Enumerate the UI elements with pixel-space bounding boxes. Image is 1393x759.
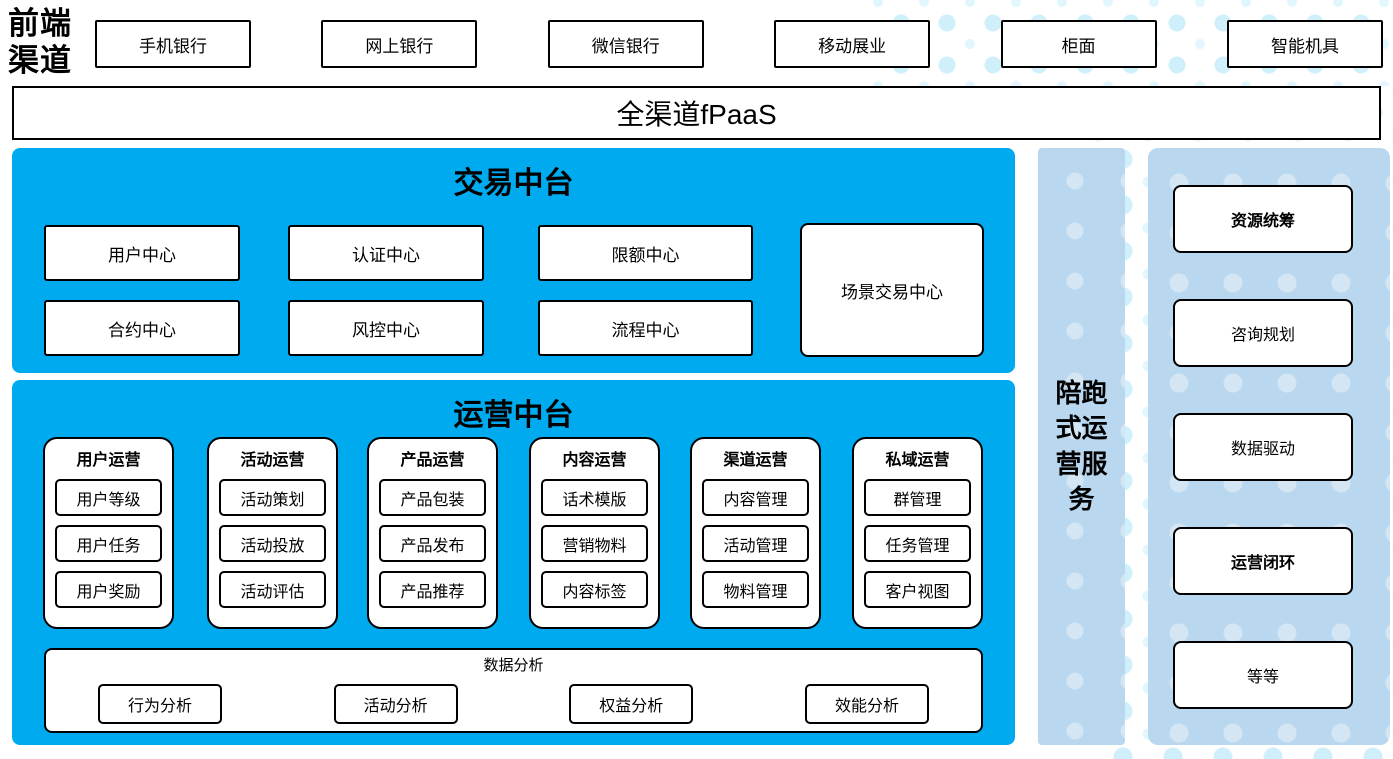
operations-group-activity: 活动运营 活动策划 活动投放 活动评估 — [207, 437, 338, 629]
group-item: 用户等级 — [55, 479, 162, 516]
transaction-platform-title: 交易中台 — [453, 167, 574, 200]
group-item: 营销物料 — [541, 525, 648, 562]
group-item: 群管理 — [864, 479, 971, 516]
group-header: 产品运营 — [400, 452, 465, 469]
group-header: 私域运营 — [885, 452, 950, 469]
group-item: 客户视图 — [864, 571, 971, 608]
group-item: 用户任务 — [55, 525, 162, 562]
operations-group-user: 用户运营 用户等级 用户任务 用户奖励 — [43, 437, 174, 629]
limit-center-box: 限额中心 — [538, 225, 753, 281]
transaction-platform-block: 交易中台 用户中心 认证中心 限额中心 合约中心 风控中心 流程中心 场景交易中… — [12, 148, 1015, 373]
rights-analysis-box: 权益分析 — [569, 684, 694, 724]
channel-box-counter: 柜面 — [1000, 20, 1157, 68]
operations-group-product: 产品运营 产品包装 产品发布 产品推荐 — [367, 437, 498, 629]
group-item: 内容标签 — [541, 571, 648, 608]
group-item: 活动管理 — [702, 525, 809, 562]
channel-box-smart-devices: 智能机具 — [1226, 20, 1383, 68]
front-channels-label: 前端渠道 — [8, 6, 72, 78]
group-item: 内容管理 — [702, 479, 809, 516]
operations-platform-block: 运营中台 用户运营 用户等级 用户任务 用户奖励 活动运营 活动策划 活动投放 … — [12, 380, 1015, 745]
consulting-planning-box: 咨询规划 — [1173, 299, 1353, 367]
data-driven-box: 数据驱动 — [1173, 413, 1353, 481]
scene-transaction-center-box: 场景交易中心 — [800, 223, 984, 357]
contract-center-box: 合约中心 — [44, 300, 240, 356]
group-header: 用户运营 — [76, 452, 141, 469]
group-item: 产品包装 — [379, 479, 486, 516]
behavior-analysis-box: 行为分析 — [98, 684, 222, 724]
operations-group-content: 内容运营 话术模版 营销物料 内容标签 — [529, 437, 660, 629]
group-item: 用户奖励 — [55, 571, 162, 608]
group-item: 活动策划 — [219, 479, 326, 516]
activity-analysis-box: 活动分析 — [333, 684, 458, 724]
data-analysis-row: 行为分析 活动分析 权益分析 效能分析 — [98, 684, 929, 724]
operations-group-channel: 渠道运营 内容管理 活动管理 物料管理 — [690, 437, 821, 629]
data-analysis-strip: 数据分析 行为分析 活动分析 权益分析 效能分析 — [44, 648, 983, 733]
companion-operations-service-bar: 陪跑式运营服务 — [1038, 148, 1125, 745]
group-header: 内容运营 — [562, 452, 627, 469]
right-services-panel: 资源统筹 咨询规划 数据驱动 运营闭环 等等 — [1148, 148, 1390, 745]
etc-box: 等等 — [1173, 641, 1353, 709]
group-item: 任务管理 — [864, 525, 971, 562]
channel-box-wechat-banking: 微信银行 — [547, 20, 704, 68]
group-item: 活动投放 — [219, 525, 326, 562]
group-header: 活动运营 — [240, 452, 305, 469]
channel-box-mobile-banking: 手机银行 — [95, 20, 251, 68]
risk-center-box: 风控中心 — [288, 300, 484, 356]
user-center-box: 用户中心 — [44, 225, 240, 281]
operations-group-private-domain: 私域运营 群管理 任务管理 客户视图 — [852, 437, 983, 629]
efficiency-analysis-box: 效能分析 — [804, 684, 929, 724]
operations-loop-box: 运营闭环 — [1173, 527, 1353, 595]
fpaas-bar: 全渠道fPaaS — [12, 86, 1381, 140]
resource-coordination-box: 资源统筹 — [1173, 185, 1353, 253]
companion-service-label: 陪跑式运营服务 — [1055, 378, 1108, 514]
group-header: 渠道运营 — [723, 452, 788, 469]
channel-box-mobile-sales: 移动展业 — [774, 20, 931, 68]
group-item: 产品推荐 — [379, 571, 486, 608]
process-center-box: 流程中心 — [538, 300, 753, 356]
group-item: 活动评估 — [219, 571, 326, 608]
front-channels-row: 手机银行 网上银行 微信银行 移动展业 柜面 智能机具 — [95, 20, 1383, 68]
group-item: 物料管理 — [702, 571, 809, 608]
group-item: 话术模版 — [541, 479, 648, 516]
data-analysis-title: 数据分析 — [483, 657, 544, 674]
channel-box-online-banking: 网上银行 — [321, 20, 478, 68]
auth-center-box: 认证中心 — [288, 225, 484, 281]
group-item: 产品发布 — [379, 525, 486, 562]
operations-platform-title: 运营中台 — [453, 399, 574, 432]
